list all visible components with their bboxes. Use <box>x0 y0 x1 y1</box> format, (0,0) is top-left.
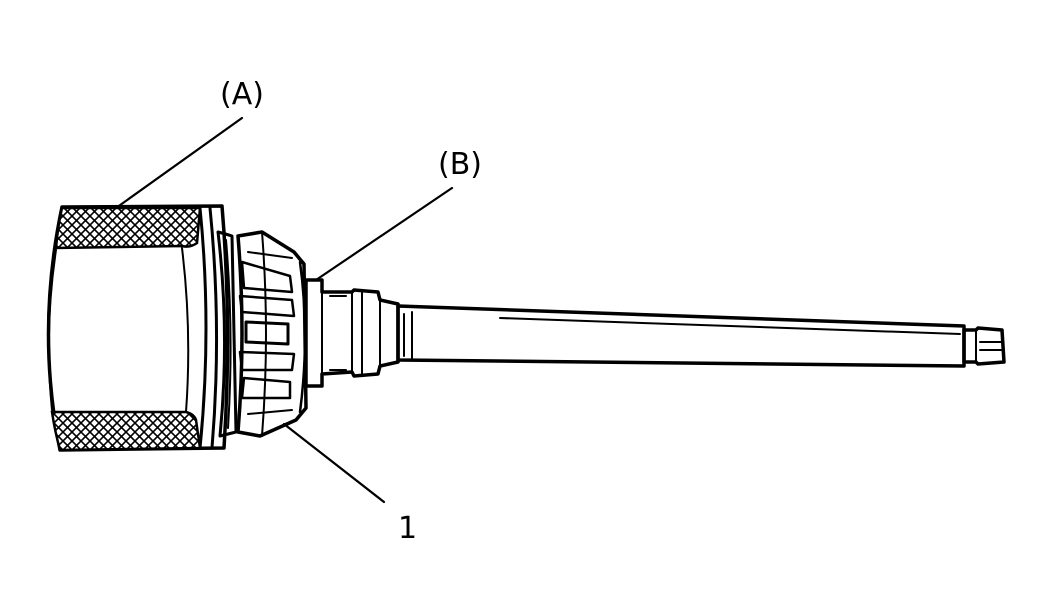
leader-line-1 <box>282 422 386 504</box>
leader-line-b <box>314 186 454 282</box>
label-b: (B) <box>438 147 482 182</box>
knurl-bottom-band <box>50 410 202 452</box>
collar-sleeve <box>304 278 400 388</box>
shaft-tip <box>962 326 1006 366</box>
leader-line-a <box>114 116 244 210</box>
label-a: (A) <box>220 77 264 112</box>
shaft <box>396 304 966 368</box>
label-1: 1 <box>398 511 417 546</box>
bearing-roller-slot <box>244 320 290 346</box>
knurl-top-band <box>54 206 202 250</box>
tapered-roller-bearing <box>236 230 308 438</box>
flange-ring <box>216 230 238 438</box>
knurled-handle <box>46 204 230 452</box>
